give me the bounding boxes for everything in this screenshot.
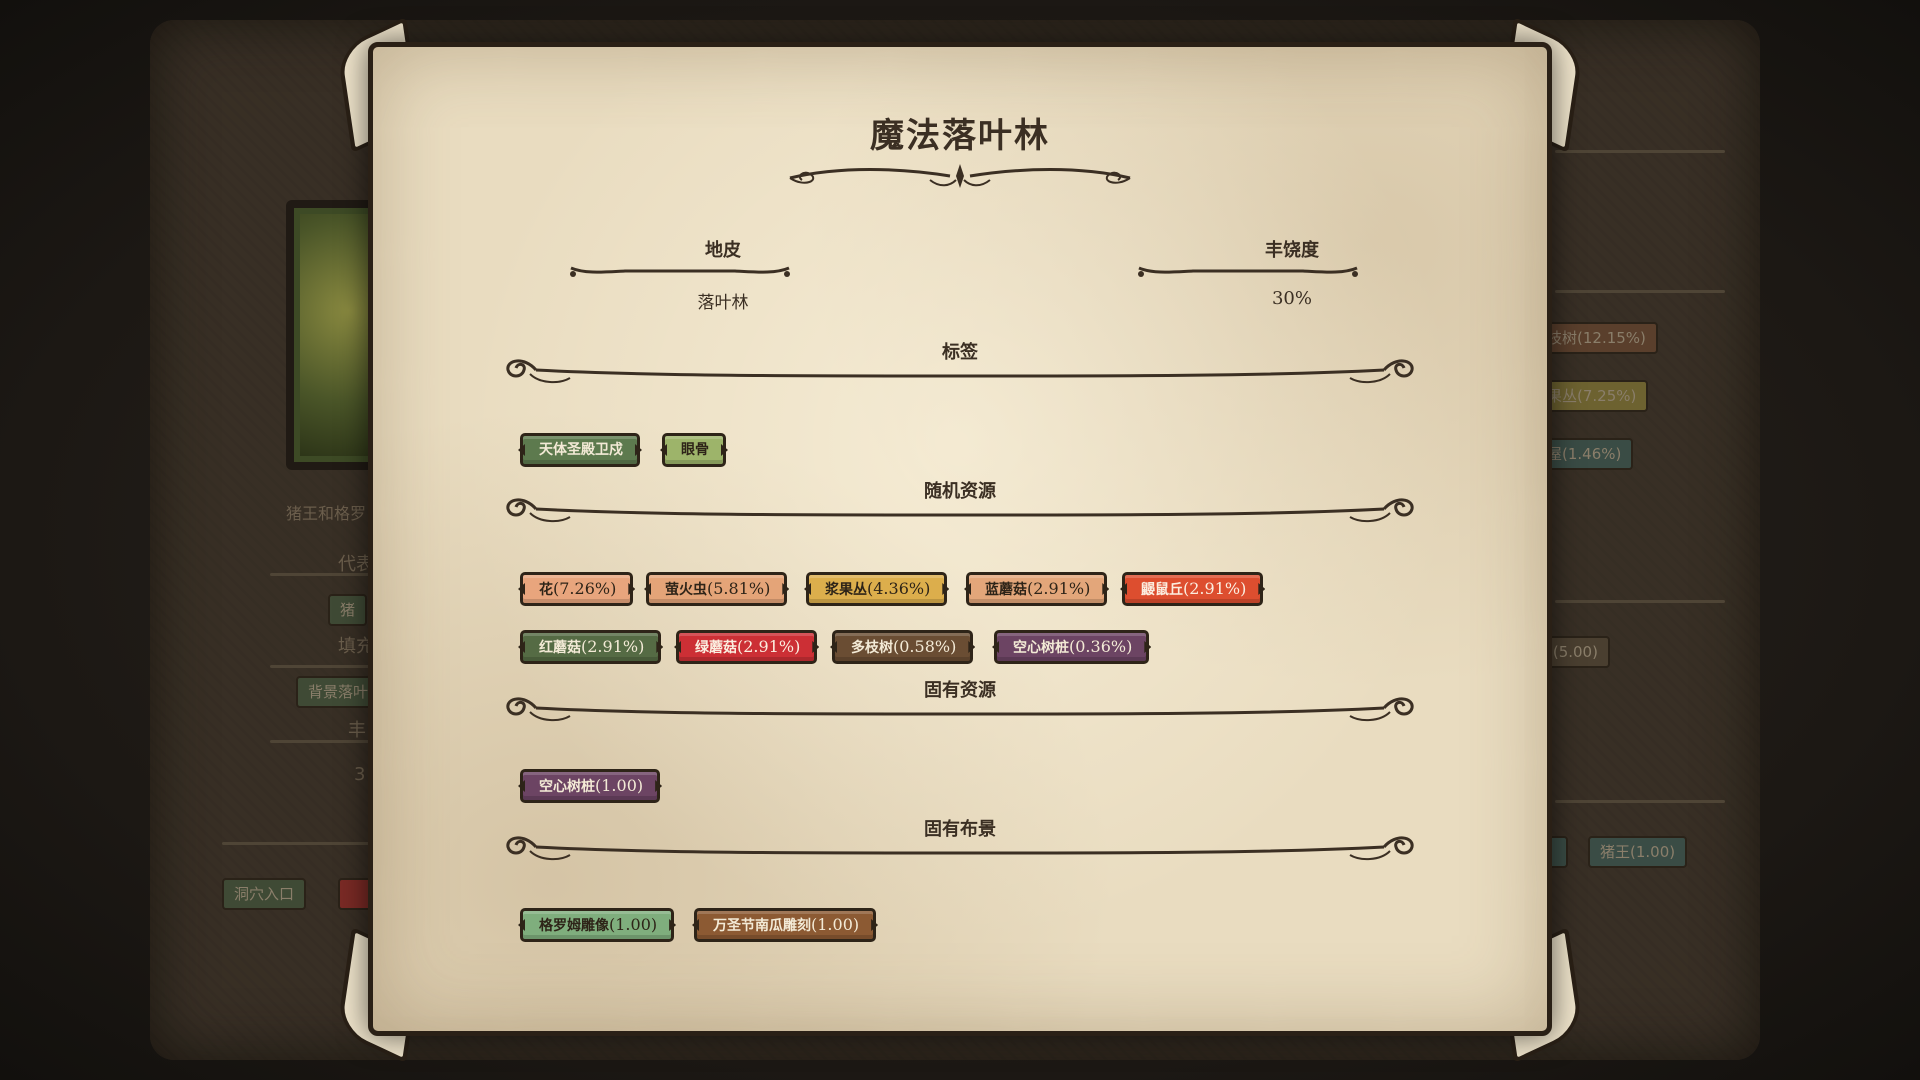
chip-value: (2.91%): [581, 637, 645, 656]
chip-label: 眼骨: [681, 442, 709, 458]
setpieces-section-title: 固有布景: [924, 819, 996, 840]
chip-value: (5.81%): [707, 579, 771, 598]
background-chip-1: 猪: [328, 594, 368, 626]
chip-label: 花: [539, 582, 553, 598]
background-divider: [1555, 600, 1725, 603]
setpiece-chip[interactable]: 格罗姆雕像(1.00): [520, 908, 675, 942]
random-resource-chip[interactable]: 萤火虫(5.81%): [646, 572, 788, 606]
random-resource-chip[interactable]: 鼹鼠丘(2.91%): [1122, 572, 1264, 606]
background-label-1: 代表: [338, 554, 374, 575]
biome-detail-panel: 魔法落叶林 地皮 落叶林 丰饶度 30% 标签 随机资源 固有资源 固有布景 天…: [336, 16, 1584, 1064]
background-divider: [1555, 800, 1725, 803]
tags-divider: [506, 359, 1414, 384]
chip-label: 空心树桩: [1013, 640, 1069, 656]
title-flourish: [789, 164, 1131, 188]
chip-value: (7.26%): [553, 579, 617, 598]
chip-label: 多枝树: [851, 640, 893, 656]
chip-value: (1.00): [595, 776, 644, 795]
random-resource-chip[interactable]: 红蘑菇(2.91%): [520, 630, 662, 664]
chip-label: 格罗姆雕像: [539, 918, 609, 934]
chip-value: (2.91%): [737, 637, 801, 656]
background-chip-5: 果丛(7.25%): [1535, 380, 1649, 412]
chip-value: (0.36%): [1069, 637, 1133, 656]
random-resource-chip[interactable]: 绿蘑菇(2.91%): [676, 630, 818, 664]
background-chip-4: 枝树(12.15%): [1535, 322, 1658, 354]
chip-label: 蓝蘑菇: [985, 582, 1027, 598]
random-resource-chip[interactable]: 空心树桩(0.36%): [994, 630, 1150, 664]
random-resource-chip[interactable]: 浆果丛(4.36%): [806, 572, 948, 606]
background-chip-red: [338, 878, 372, 910]
chip-label: 万圣节南瓜雕刻: [713, 918, 811, 934]
background-label-2: 填充: [338, 636, 374, 657]
tag-chip[interactable]: 眼骨: [662, 433, 726, 467]
chip-label: 浆果丛: [825, 582, 867, 598]
chip-value: (0.58%): [893, 637, 957, 656]
random-divider: [506, 498, 1414, 523]
richness-label: 丰饶度: [1265, 240, 1319, 261]
background-chip-3: 洞穴入口: [222, 878, 307, 910]
inherent-divider: [506, 697, 1414, 722]
background-divider: [270, 573, 380, 576]
chip-value: (2.91%): [1183, 579, 1247, 598]
chip-label: 红蘑菇: [539, 640, 581, 656]
background-chip-2: 背景落叶: [296, 676, 381, 708]
background-title: 猪王和格罗: [286, 504, 367, 523]
tag-chip[interactable]: 天体圣殿卫戍: [520, 433, 640, 467]
chip-value: (4.36%): [867, 579, 931, 598]
tags-section-title: 标签: [942, 342, 978, 363]
background-label-3: 丰: [348, 720, 366, 741]
random-resource-chip[interactable]: 多枝树(0.58%): [832, 630, 974, 664]
chip-value: (1.00): [811, 915, 860, 934]
turf-divider: [570, 266, 790, 277]
setpieces-divider: [506, 836, 1414, 861]
setpiece-chip[interactable]: 万圣节南瓜雕刻(1.00): [694, 908, 877, 942]
chip-label: 绿蘑菇: [695, 640, 737, 656]
background-divider: [222, 842, 372, 845]
parchment-background: [368, 42, 1552, 1036]
chip-label: 天体圣殿卫戍: [539, 442, 623, 458]
background-divider: [270, 665, 380, 668]
turf-value: 落叶林: [697, 293, 749, 313]
background-divider: [1555, 290, 1725, 293]
background-divider: [1555, 150, 1725, 153]
inherent-section-title: 固有资源: [924, 680, 996, 701]
chip-label: 萤火虫: [665, 582, 707, 598]
random-resource-chip[interactable]: 花(7.26%): [520, 572, 634, 606]
biome-title: 魔法落叶林: [870, 116, 1050, 156]
chip-value: (2.91%): [1027, 579, 1091, 598]
richness-divider: [1138, 266, 1358, 277]
chip-label: 鼹鼠丘: [1141, 582, 1183, 598]
background-chip-9: 猪王(1.00): [1588, 836, 1688, 868]
background-value: 3: [354, 764, 366, 785]
turf-label: 地皮: [705, 240, 741, 261]
random-resource-chip[interactable]: 蓝蘑菇(2.91%): [966, 572, 1108, 606]
richness-value: 30%: [1271, 288, 1312, 309]
background-divider: [270, 740, 380, 743]
inherent-resource-chip[interactable]: 空心树桩(1.00): [520, 769, 661, 803]
random-section-title: 随机资源: [924, 481, 996, 502]
chip-label: 空心树桩: [539, 779, 595, 795]
chip-value: (1.00): [609, 915, 658, 934]
